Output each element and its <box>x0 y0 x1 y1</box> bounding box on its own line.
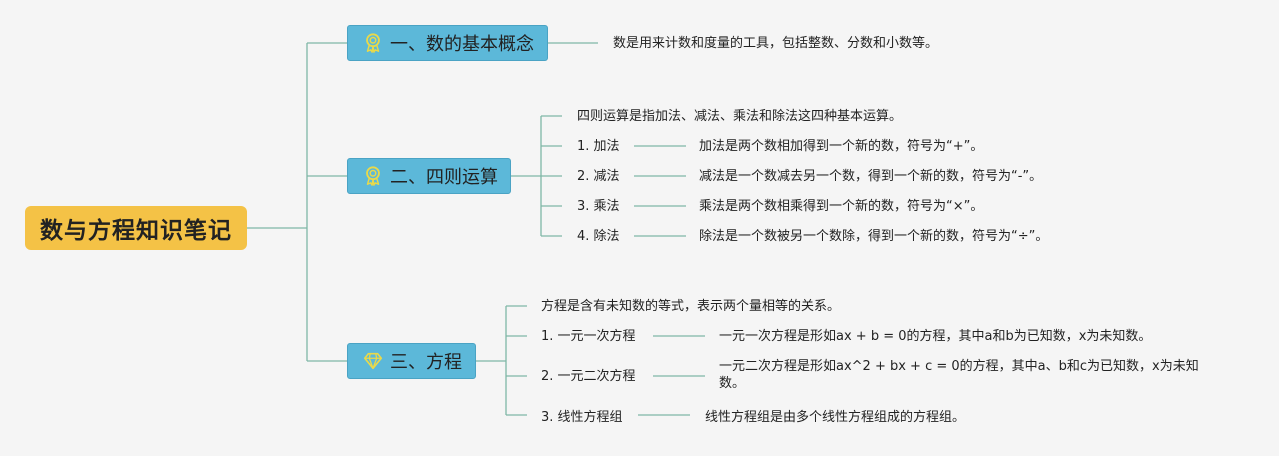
leaf-intro[interactable]: 方程是含有未知数的等式，表示两个量相等的关系。 <box>541 299 841 314</box>
leaf-desc-linear-system[interactable]: 线性方程组是由多个线性方程组成的方程组。 <box>705 410 966 425</box>
leaf-item-subtraction[interactable]: 2. 减法 <box>577 169 620 184</box>
diamond-icon <box>363 352 383 370</box>
ribbon-award-icon <box>366 33 380 53</box>
leaf-desc-subtraction[interactable]: 减法是一个数减去另一个数，得到一个新的数，符号为“-”。 <box>699 169 1043 184</box>
ribbon-award-icon <box>366 166 380 186</box>
branch-node-equations[interactable]: 三、方程 <box>347 343 476 379</box>
branch-node-arithmetic[interactable]: 二、四则运算 <box>347 158 511 194</box>
leaf-item-quadratic-equation[interactable]: 2. 一元二次方程 <box>541 369 636 384</box>
leaf-desc-division[interactable]: 除法是一个数被另一个数除，得到一个新的数，符号为“÷”。 <box>699 229 1049 244</box>
branch-label: 二、四则运算 <box>390 167 498 188</box>
leaf-intro[interactable]: 四则运算是指加法、减法、乘法和除法这四种基本运算。 <box>577 109 903 124</box>
leaf-item-linear-equation[interactable]: 1. 一元一次方程 <box>541 329 636 344</box>
leaf-item-division[interactable]: 4. 除法 <box>577 229 620 244</box>
leaf-desc-addition[interactable]: 加法是两个数相加得到一个新的数，符号为“+”。 <box>699 139 984 154</box>
leaf-item-linear-system[interactable]: 3. 线性方程组 <box>541 410 623 425</box>
leaf-desc-quadratic-equation[interactable]: 一元二次方程是形如ax^2 + bx + c = 0的方程，其中a、b和c为已知… <box>719 359 1199 391</box>
leaf-item-addition[interactable]: 1. 加法 <box>577 139 620 154</box>
branch-label: 一、数的基本概念 <box>390 34 534 55</box>
leaf-desc-multiplication[interactable]: 乘法是两个数相乘得到一个新的数，符号为“×”。 <box>699 199 984 214</box>
leaf-desc-linear-equation[interactable]: 一元一次方程是形如ax + b = 0的方程，其中a和b为已知数，x为未知数。 <box>719 329 1152 344</box>
root-node[interactable]: 数与方程知识笔记 <box>25 206 247 250</box>
leaf-desc[interactable]: 数是用来计数和度量的工具，包括整数、分数和小数等。 <box>613 36 939 51</box>
branch-node-number-concepts[interactable]: 一、数的基本概念 <box>347 25 548 61</box>
branch-label: 三、方程 <box>390 352 462 373</box>
root-label: 数与方程知识笔记 <box>40 218 232 244</box>
leaf-item-multiplication[interactable]: 3. 乘法 <box>577 199 620 214</box>
